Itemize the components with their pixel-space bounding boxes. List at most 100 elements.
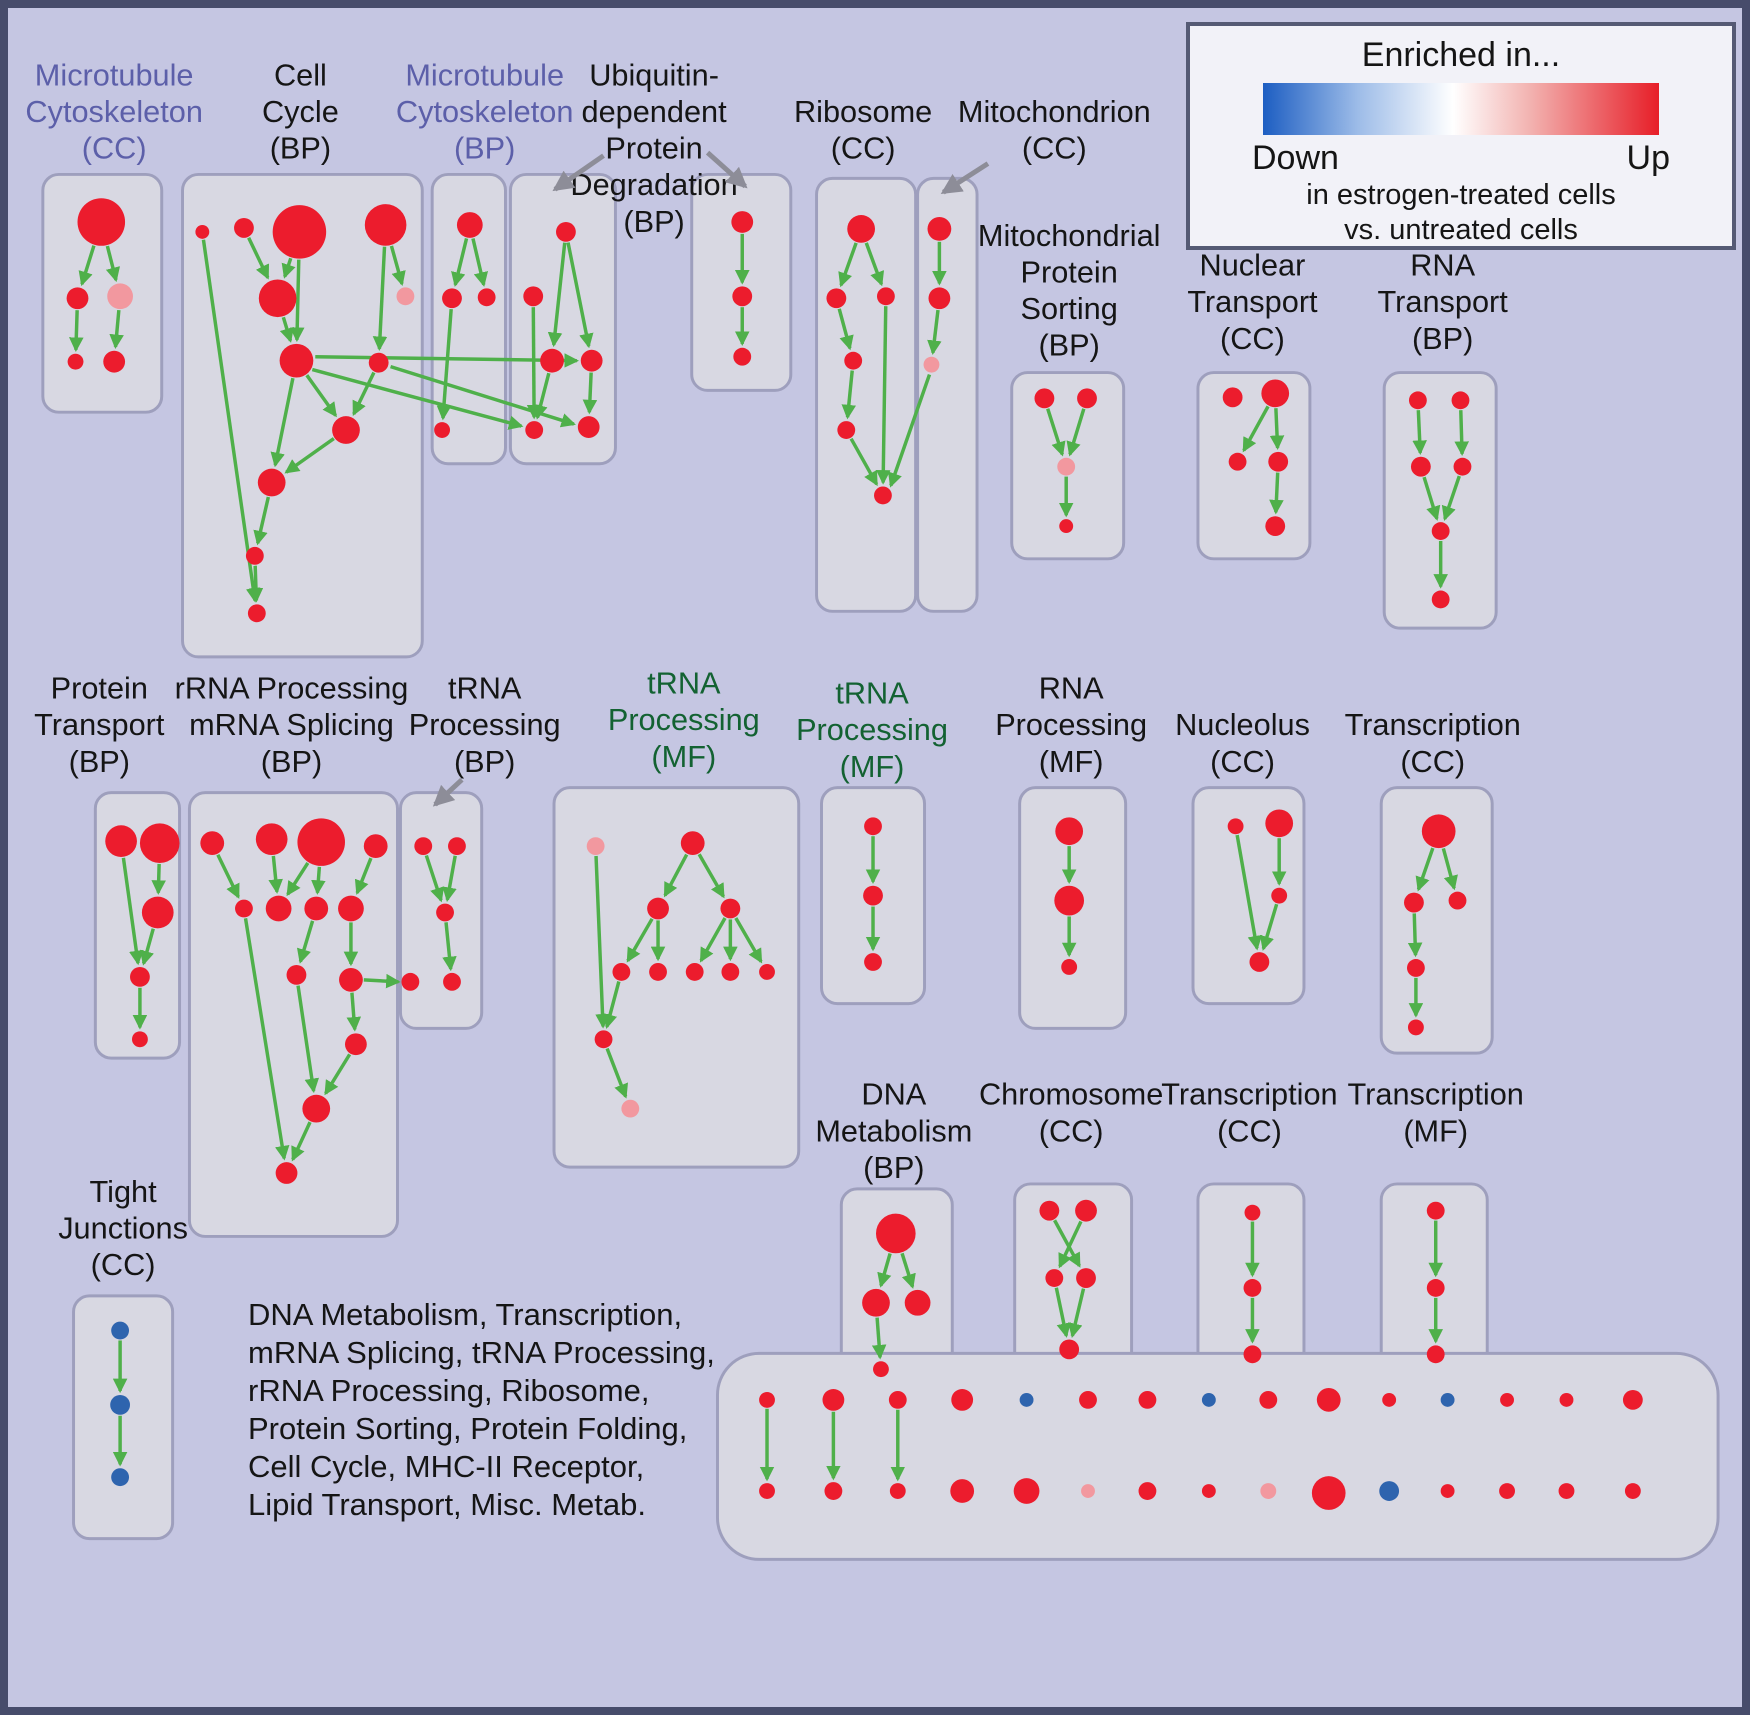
misc-annotation-line: Protein Sorting, Protein Folding, — [248, 1411, 688, 1446]
cross-edge-arrow — [888, 373, 932, 488]
cluster-box-rna-transport-bp — [1382, 371, 1498, 630]
go-term-node — [258, 279, 297, 318]
go-term-node — [1431, 590, 1450, 609]
edge-arrow — [734, 917, 763, 964]
label-rna-transport-bp: Transport — [1378, 284, 1509, 319]
label-rrna-processing-mrna-splicing-bp: rRNA Processing — [175, 670, 409, 705]
edge-arrow — [442, 855, 457, 902]
go-term-node — [621, 1099, 640, 1118]
go-term-node — [1039, 1200, 1060, 1221]
label-trna-processing-mf-1: (MF) — [651, 739, 716, 774]
go-term-node — [275, 1162, 298, 1184]
edge-arrow — [699, 917, 727, 963]
go-term-node — [1451, 391, 1470, 410]
go-term-node — [448, 837, 466, 856]
go-term-node — [235, 899, 253, 918]
label-transcription-cc-1: Transcription — [1345, 707, 1521, 742]
edge-arrow — [849, 437, 879, 487]
go-term-node — [1268, 451, 1289, 472]
edge-arrow — [291, 1121, 312, 1162]
go-term-node — [1045, 1269, 1064, 1287]
legend-caption-line2: vs. untreated cells — [1344, 214, 1578, 246]
label-transcription-mf: Transcription — [1348, 1077, 1524, 1112]
go-term-node — [1316, 1388, 1341, 1412]
label-cell-cycle-bp: (BP) — [270, 131, 331, 166]
edge-arrow — [1259, 903, 1279, 951]
edge-arrow — [1046, 408, 1066, 457]
edge-arrow — [582, 372, 598, 415]
edge-arrow — [547, 242, 567, 348]
edge-arrow — [289, 259, 305, 343]
label-trna-processing-bp: Processing — [409, 707, 561, 742]
go-term-node — [720, 898, 741, 919]
go-term-node — [1054, 885, 1085, 916]
go-term-node — [130, 966, 150, 987]
label-rna-transport-bp: (BP) — [1412, 321, 1473, 356]
label-transcription-mf: (MF) — [1403, 1113, 1468, 1148]
go-term-node — [873, 1361, 889, 1378]
go-term-node — [1500, 1392, 1514, 1407]
label-rrna-processing-mrna-splicing-bp: (BP) — [261, 744, 322, 779]
edge-arrow — [284, 437, 335, 474]
go-term-node — [826, 288, 847, 309]
cluster-box-microtubule-cytoskeleton-cc — [41, 172, 164, 414]
go-term-node — [338, 895, 364, 922]
edge-arrow — [105, 245, 120, 283]
label-rna-processing-mf: RNA — [1039, 670, 1104, 705]
edge-arrow — [243, 918, 290, 1161]
go-term-node — [837, 421, 856, 439]
edge-arrow — [109, 309, 124, 350]
go-term-node — [110, 1394, 131, 1415]
edge-arrow — [471, 238, 489, 287]
label-microtubule-cytoskeleton-cc: Microtubule — [35, 57, 194, 92]
go-term-node — [1382, 1392, 1397, 1407]
go-term-node — [332, 416, 360, 444]
go-term-node — [279, 343, 314, 378]
go-term-node — [1249, 952, 1270, 972]
go-term-node — [1138, 1390, 1157, 1409]
go-term-node — [1227, 818, 1244, 835]
edge-arrow — [279, 316, 294, 343]
go-term-node — [1034, 388, 1055, 409]
go-term-node — [1379, 1481, 1400, 1501]
edge-arrow — [841, 370, 857, 420]
go-term-node — [344, 1033, 367, 1056]
go-term-node — [1059, 1339, 1080, 1360]
edge-arrow — [697, 853, 725, 899]
edge-arrow — [296, 920, 315, 964]
legend-caption-line1: in estrogen-treated cells — [1306, 179, 1616, 211]
go-term-node — [304, 896, 329, 921]
legend-title: Enriched in... — [1361, 36, 1561, 74]
go-term-node — [265, 895, 292, 922]
go-term-node — [1440, 1392, 1455, 1407]
go-term-node — [139, 823, 180, 863]
label-tight-junctions-cc: Tight — [90, 1174, 158, 1209]
label-mitochondrial-protein-sorting-bp: (BP) — [1038, 328, 1099, 363]
go-term-node — [1013, 1478, 1040, 1504]
label-trna-processing-mf-1: Processing — [608, 702, 760, 737]
go-term-node — [103, 350, 126, 373]
label-dna-metabolism-bp: DNA — [861, 1077, 926, 1112]
go-term-node — [401, 972, 420, 991]
go-term-node — [396, 287, 415, 306]
go-term-node — [234, 218, 254, 238]
go-term-node — [1265, 809, 1294, 838]
edge-arrow — [139, 928, 155, 966]
go-term-node — [1075, 1199, 1097, 1222]
legend-scale-labels: Down Up — [1190, 139, 1732, 178]
go-term-node — [443, 972, 461, 991]
go-term-node — [1081, 1484, 1095, 1498]
go-term-node — [1261, 379, 1290, 408]
edge-arrow — [268, 855, 283, 894]
go-term-node — [107, 283, 133, 310]
go-term-node — [456, 212, 483, 238]
label-trna-processing-mf-2: Processing — [796, 712, 948, 747]
edge-arrow — [837, 308, 854, 351]
misc-annotation-line: mRNA Splicing, tRNA Processing, — [248, 1335, 715, 1370]
edge-arrow — [346, 992, 362, 1032]
go-term-node — [680, 831, 705, 856]
label-ubiquitin-dependent-protein-degradation-bp: dependent — [582, 94, 728, 129]
go-term-node — [477, 288, 496, 307]
label-chromosome-cc: Chromosome — [979, 1077, 1163, 1112]
label-tight-junctions-cc: Junctions — [58, 1210, 188, 1245]
